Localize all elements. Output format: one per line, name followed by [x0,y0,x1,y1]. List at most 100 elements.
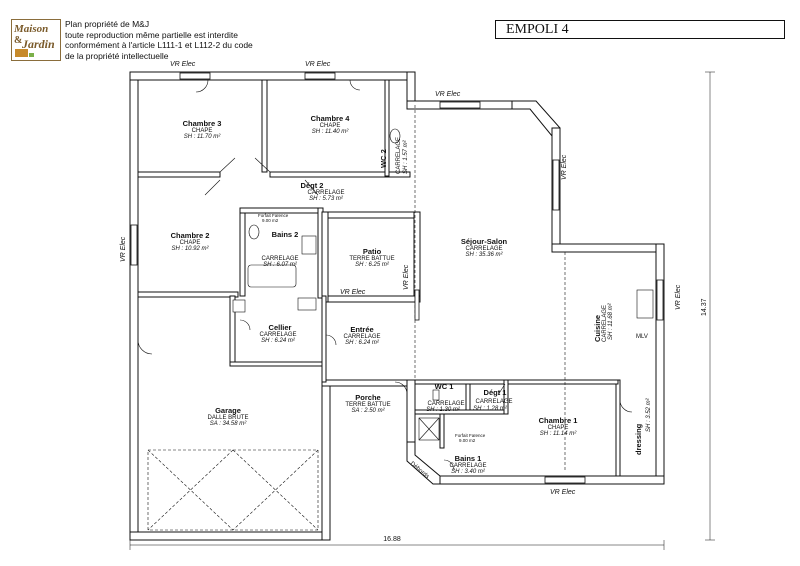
room-name: Garage [215,406,241,415]
room-material: CARRELAGE [602,305,608,342]
door-arc [443,459,455,471]
room-surface: SH : 3.40 m² [451,469,486,475]
room-chambre-4: Chambre 4 CHAPE SH : 11.40 m² [311,114,351,135]
faience-label: Forfait Faïence [455,433,486,438]
room-surface: SH : 11.68 m² [608,302,614,340]
logo-text-jardin: Jardin [22,37,55,51]
room-surface: SH : 1.57 m² [403,139,409,174]
dimension-width: 16.88 [383,536,401,543]
wall [503,379,509,415]
dimension-height: 14.37 [701,298,708,316]
wall [321,211,329,303]
room-surface: SH : 5.73 m² [309,196,344,202]
garage-door-line [147,449,234,531]
wall [327,295,421,303]
room-name: Chambre 4 [311,114,351,123]
room-material: CARRELAGE [343,334,380,340]
room-material: CARRELAGE [307,190,344,196]
faience-area: 9.00 m2 [459,438,476,443]
door-arc [325,334,337,346]
garage-door-line [232,449,319,531]
room-name: Patio [363,247,382,256]
logo-leaf-icon [29,53,34,57]
dimension-lines [129,71,715,550]
window [414,289,420,321]
room-name: Bains 2 [272,230,299,239]
room-material: CARRELAGE [449,463,486,469]
room-material: CARRELAGE [427,401,464,407]
sink-icon [301,235,317,255]
room-sejour-salon: Séjour-Salon CARRELAGE SH : 35.36 m² [461,237,508,258]
copyright-line: conformément à l'article L111-1 et L112-… [65,40,253,50]
room-garage: Garage DALLE BRUTE SA : 34.58 m² [207,406,248,427]
room-surface: SH : 6.07 m² [263,262,298,268]
room-name: Dégt 1 [484,388,507,397]
room-material: TERRE BATTUE [345,402,390,408]
window [304,72,336,80]
logo-house-icon [15,49,28,57]
room-dressing: dressing SH : 3.52 m² [634,397,652,455]
wall [327,211,421,219]
room-entree: Entrée CARRELAGE SH : 6.24 m² [343,325,380,346]
wall [137,291,239,298]
wall [406,379,416,443]
wall [129,531,331,541]
windows [130,72,664,484]
room-material: CHAPE [320,123,341,129]
wall [269,171,411,178]
dashed-lines [330,105,566,470]
room-cellier: Cellier CARRELAGE SH : 6.24 m² [259,323,296,344]
door-arc [195,79,209,93]
room-material: CARRELAGE [465,246,502,252]
room-name: WC 2 [379,149,388,168]
doors [137,79,633,471]
window [552,159,560,211]
room-chambre-2: Chambre 2 CHAPE SH : 10.92 m² [171,231,210,252]
room-name: Séjour-Salon [461,237,508,246]
fixtures [232,128,654,441]
window [179,72,211,80]
room-name: dressing [634,423,643,455]
wall [137,171,221,178]
vr-elec-label: VR Elec [403,264,410,290]
room-wc-2: WC 2 CARRELAGE SH : 1.57 m² [379,137,409,174]
room-name: Entrée [350,325,373,334]
garage-door-line [232,449,319,531]
wall [615,379,621,477]
room-patio: Patio TERRE BATTUE SH : 6.25 m² [349,247,394,268]
logo-text-maison: Maison [14,23,49,35]
water-heater-icon [297,297,317,311]
logo-ampersand: & [14,35,23,46]
wall [239,207,246,297]
room-material: CARRELAGE [475,399,512,405]
window [439,101,481,109]
door-arc [619,399,633,413]
room-name: Porche [355,393,380,402]
room-material: CHAPE [180,240,201,246]
wall [414,379,516,385]
wall [261,79,268,173]
room-name: Chambre 2 [171,231,210,240]
room-degt-1: Dégt 1 CARRELAGE SH : 1.28 m² [473,388,512,412]
boiler-icon [232,299,246,313]
kitchen-sink-icon [636,289,654,319]
room-surface: SH : 6.24 m² [345,340,380,346]
copyright-line: toute reproduction même partielle est in… [65,29,238,40]
door-arc [394,381,408,395]
room-name: Cuisine [593,315,602,342]
room-surface: SH : 10.92 m² [171,246,209,252]
door-arc [137,339,153,355]
vr-elec-label: VR Elec [561,154,568,180]
room-name: WC 1 [435,382,454,391]
room-surface: SH : 1.30 m² [426,407,461,413]
room-name: Dégt 2 [301,181,324,190]
door-arc [349,79,361,91]
room-name: Chambre 3 [183,119,222,128]
vr-elec-label: VR Elec [435,91,461,98]
garage-door-outline [147,449,319,531]
room-material: DALLE BRUTE [207,415,248,421]
vr-elec-label: VR Elec [550,489,576,496]
door-leaf [497,383,506,396]
interior-walls [137,79,621,477]
